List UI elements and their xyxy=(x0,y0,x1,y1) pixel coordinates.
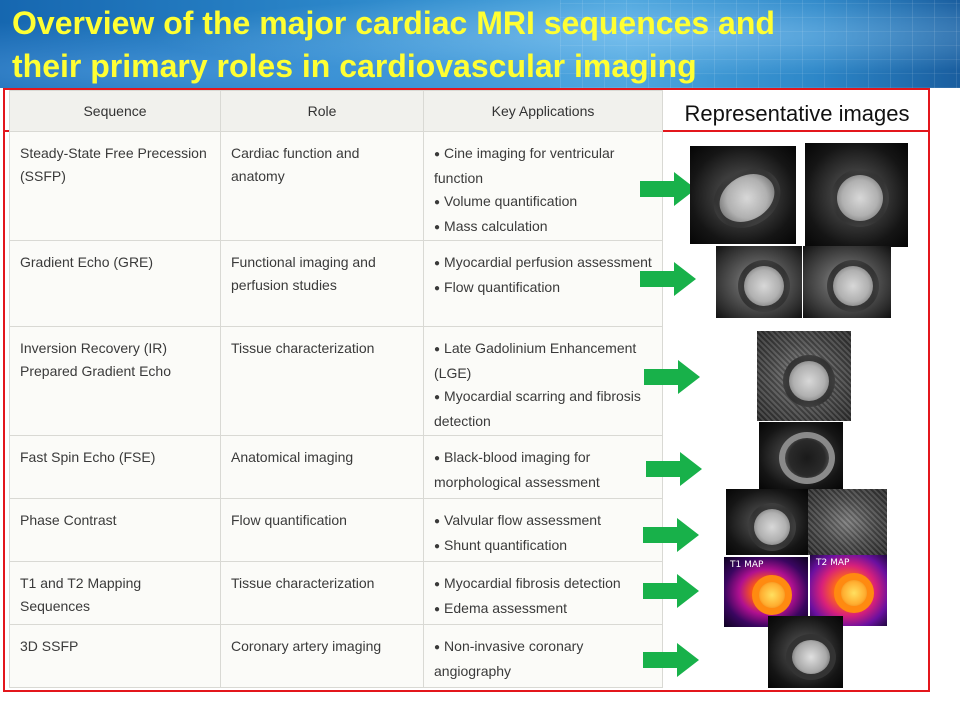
cell-sequence: Fast Spin Echo (FSE) xyxy=(9,435,221,499)
cell-applications: Non-invasive coronary angiography xyxy=(423,624,663,688)
cell-role: Tissue characterization xyxy=(220,561,424,625)
application-item: Volume quantification xyxy=(434,190,653,215)
application-item: Shunt quantification xyxy=(434,534,653,559)
phase-contrast-velocity-image xyxy=(808,489,887,555)
t1-map-label: T1 MAP xyxy=(730,560,764,570)
t1-map-image: T1 MAP xyxy=(724,557,808,627)
lge-image xyxy=(757,331,851,421)
banner-grid-pattern xyxy=(560,0,960,88)
right-arrow-icon xyxy=(640,262,696,296)
column-header-sequence: Sequence xyxy=(9,90,221,132)
application-item: Black-blood imaging for morphological as… xyxy=(434,446,653,494)
table-row: T1 and T2 Mapping Sequences Tissue chara… xyxy=(9,561,663,625)
fse-black-blood-image xyxy=(759,422,843,489)
cell-role: Cardiac function and anatomy xyxy=(220,131,424,241)
slide-title-line-1: Overview of the major cardiac MRI sequen… xyxy=(12,5,775,41)
coronary-3d-ssfp-image xyxy=(768,616,843,688)
cell-role: Anatomical imaging xyxy=(220,435,424,499)
cell-role: Tissue characterization xyxy=(220,326,424,436)
t2-map-image: T2 MAP xyxy=(810,555,887,626)
table-row: Steady-State Free Precession (SSFP) Card… xyxy=(9,131,663,241)
table-row: Phase Contrast Flow quantification Valvu… xyxy=(9,498,663,562)
right-arrow-icon xyxy=(643,574,699,608)
cell-sequence: T1 and T2 Mapping Sequences xyxy=(9,561,221,625)
gre-perfusion-image-2 xyxy=(803,246,891,318)
banner-glow xyxy=(0,0,960,88)
table-row: 3D SSFP Coronary artery imaging Non-inva… xyxy=(9,624,663,688)
representative-images-label: Representative images xyxy=(684,101,910,126)
cell-sequence: Inversion Recovery (IR) Prepared Gradien… xyxy=(9,326,221,436)
table-row: Inversion Recovery (IR) Prepared Gradien… xyxy=(9,326,663,436)
right-arrow-icon xyxy=(643,518,699,552)
application-item: Myocardial scarring and fibrosis detecti… xyxy=(434,385,653,433)
cell-applications: Myocardial perfusion assessment Flow qua… xyxy=(423,240,663,327)
application-item: Cine imaging for ventricular function xyxy=(434,142,653,190)
cell-applications: Valvular flow assessment Shunt quantific… xyxy=(423,498,663,562)
gre-perfusion-image-1 xyxy=(716,246,802,318)
application-item: Myocardial perfusion assessment xyxy=(434,251,653,276)
ssfp-four-chamber-image xyxy=(690,146,796,244)
phase-contrast-magnitude-image xyxy=(726,489,808,555)
column-header-role: Role xyxy=(220,90,424,132)
application-item: Mass calculation xyxy=(434,215,653,240)
cell-sequence: Steady-State Free Precession (SSFP) xyxy=(9,131,221,241)
application-item: Late Gadolinium Enhancement (LGE) xyxy=(434,337,653,385)
application-item: Non-invasive coronary angiography xyxy=(434,635,653,683)
table-row: Fast Spin Echo (FSE) Anatomical imaging … xyxy=(9,435,663,499)
header-banner: Overview of the major cardiac MRI sequen… xyxy=(0,0,960,88)
cell-sequence: Phase Contrast xyxy=(9,498,221,562)
cell-role: Coronary artery imaging xyxy=(220,624,424,688)
application-item: Flow quantification xyxy=(434,276,653,301)
slide-title-line-2: their primary roles in cardiovascular im… xyxy=(12,48,697,84)
application-item: Valvular flow assessment xyxy=(434,509,653,534)
sequence-table: Sequence Role Key Applications Steady-St… xyxy=(9,90,663,688)
cell-applications: Late Gadolinium Enhancement (LGE) Myocar… xyxy=(423,326,663,436)
cell-applications: Black-blood imaging for morphological as… xyxy=(423,435,663,499)
t2-map-label: T2 MAP xyxy=(816,558,850,568)
content-frame xyxy=(3,88,930,692)
cell-sequence: Gradient Echo (GRE) xyxy=(9,240,221,327)
right-arrow-icon xyxy=(646,452,702,486)
cell-applications: Cine imaging for ventricular function Vo… xyxy=(423,131,663,241)
cell-role: Flow quantification xyxy=(220,498,424,562)
cell-role: Functional imaging and perfusion studies xyxy=(220,240,424,327)
cell-sequence: 3D SSFP xyxy=(9,624,221,688)
table-header-row: Sequence Role Key Applications xyxy=(9,90,663,132)
right-arrow-icon xyxy=(640,172,696,206)
cell-applications: Myocardial fibrosis detection Edema asse… xyxy=(423,561,663,625)
table-row: Gradient Echo (GRE) Functional imaging a… xyxy=(9,240,663,327)
right-arrow-icon xyxy=(644,360,700,394)
right-arrow-icon xyxy=(643,643,699,677)
application-item: Edema assessment xyxy=(434,597,653,622)
application-item: Myocardial fibrosis detection xyxy=(434,572,653,597)
column-header-key-applications: Key Applications xyxy=(423,90,663,132)
ssfp-short-axis-image xyxy=(805,143,908,247)
slide-title: Overview of the major cardiac MRI sequen… xyxy=(12,2,942,88)
